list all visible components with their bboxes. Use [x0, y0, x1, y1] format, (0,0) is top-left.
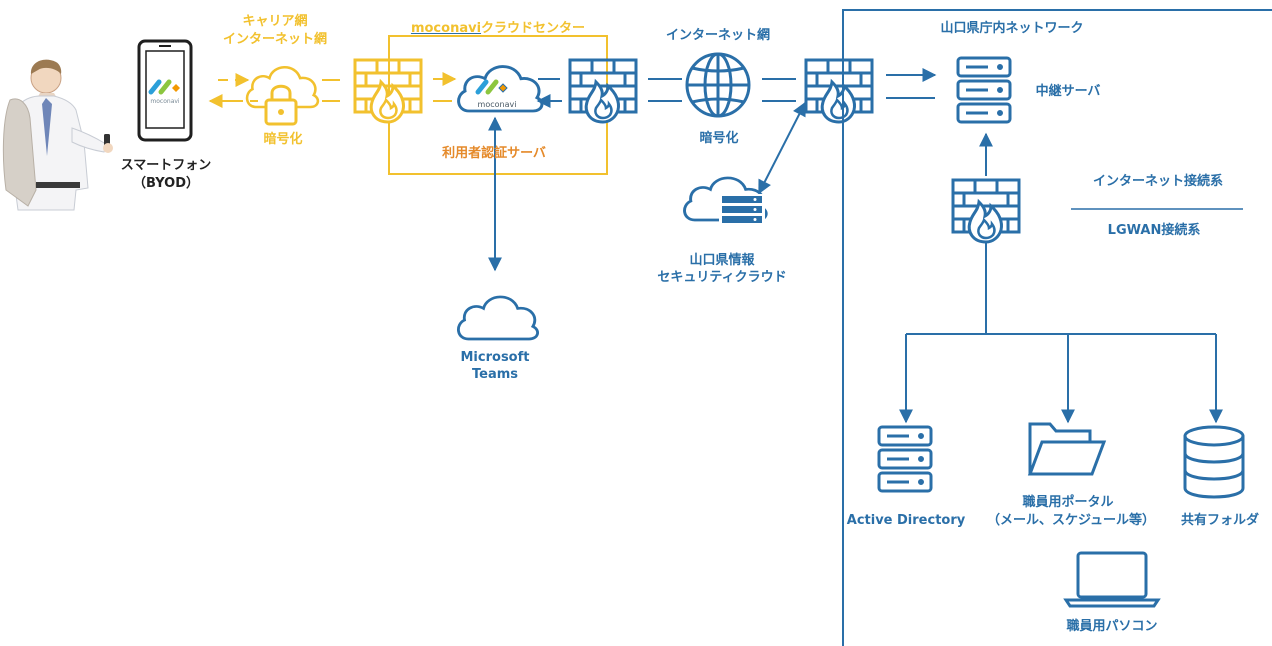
cloud-center-arrows — [433, 72, 457, 102]
active-directory-server-icon — [877, 425, 933, 493]
portal-label-line1: 職員用ポータル — [1022, 495, 1114, 510]
teams-label-line1: Microsoft — [460, 350, 530, 365]
cloud-center-suffix: クラウドセンター — [481, 21, 586, 36]
relay-server-icon — [956, 56, 1012, 124]
database-icon — [1183, 425, 1245, 499]
globe-icon — [685, 52, 751, 118]
internet-system-label: インターネット接続系 — [1092, 174, 1223, 189]
shared-folder-label: 共有フォルダ — [1180, 513, 1259, 528]
smartphone-logo-text: moconavi — [150, 98, 180, 105]
carrier-arrows — [208, 73, 340, 108]
smartphone-icon — [137, 39, 193, 142]
relay-server-label: 中継サーバ — [1035, 84, 1101, 99]
fw-relay-lines — [886, 68, 937, 99]
lgwan-system-label: LGWAN接続系 — [1107, 223, 1201, 238]
encryption-label-left: 暗号化 — [263, 132, 303, 147]
lgwan-distribution-tree — [899, 243, 1223, 424]
security-cloud-label-line2: セキュリティクラウド — [657, 270, 787, 285]
auth-server-label: 利用者認証サーバ — [442, 146, 546, 161]
byod-label: （BYOD） — [133, 176, 199, 191]
prefecture-network-boundary — [842, 9, 1272, 646]
carrier-network-label-line1: キャリア網 — [242, 14, 308, 29]
globe-fw-lines — [762, 78, 796, 102]
prefecture-network-label: 山口県庁内ネットワーク — [940, 21, 1084, 36]
security-cloud-label-line1: 山口県情報 — [689, 253, 755, 268]
carrier-network-label-line2: インターネット網 — [222, 32, 327, 47]
user-person-illustration — [2, 59, 113, 211]
firewall-icon — [951, 178, 1021, 244]
firewall-icon — [804, 58, 874, 124]
encrypted-carrier-cloud-icon — [245, 65, 320, 126]
security-cloud-icon — [683, 176, 768, 230]
staff-pc-label: 職員用パソコン — [1066, 619, 1158, 634]
moconavi-cloud-text: moconavi — [478, 100, 517, 109]
teams-label-line2: Teams — [471, 367, 518, 382]
encryption-label-mid: 暗号化 — [699, 131, 739, 146]
moconavi-firewall-lines — [536, 78, 562, 108]
folder-icon — [1027, 422, 1107, 476]
cloud-center-brand: moconavi — [410, 21, 482, 36]
laptop-icon — [1063, 551, 1161, 608]
smartphone-label: スマートフォン — [120, 158, 212, 173]
internet-label: インターネット網 — [665, 28, 770, 43]
fw-globe-lines — [648, 78, 682, 102]
firewall-icon — [568, 58, 638, 124]
active-directory-label: Active Directory — [846, 513, 966, 528]
teams-cloud-icon — [456, 295, 540, 341]
portal-label-line2: （メール、スケジュール等） — [986, 513, 1156, 528]
cloud-center-label: moconaviクラウドセンター — [400, 20, 596, 37]
security-cloud-link — [758, 101, 806, 195]
